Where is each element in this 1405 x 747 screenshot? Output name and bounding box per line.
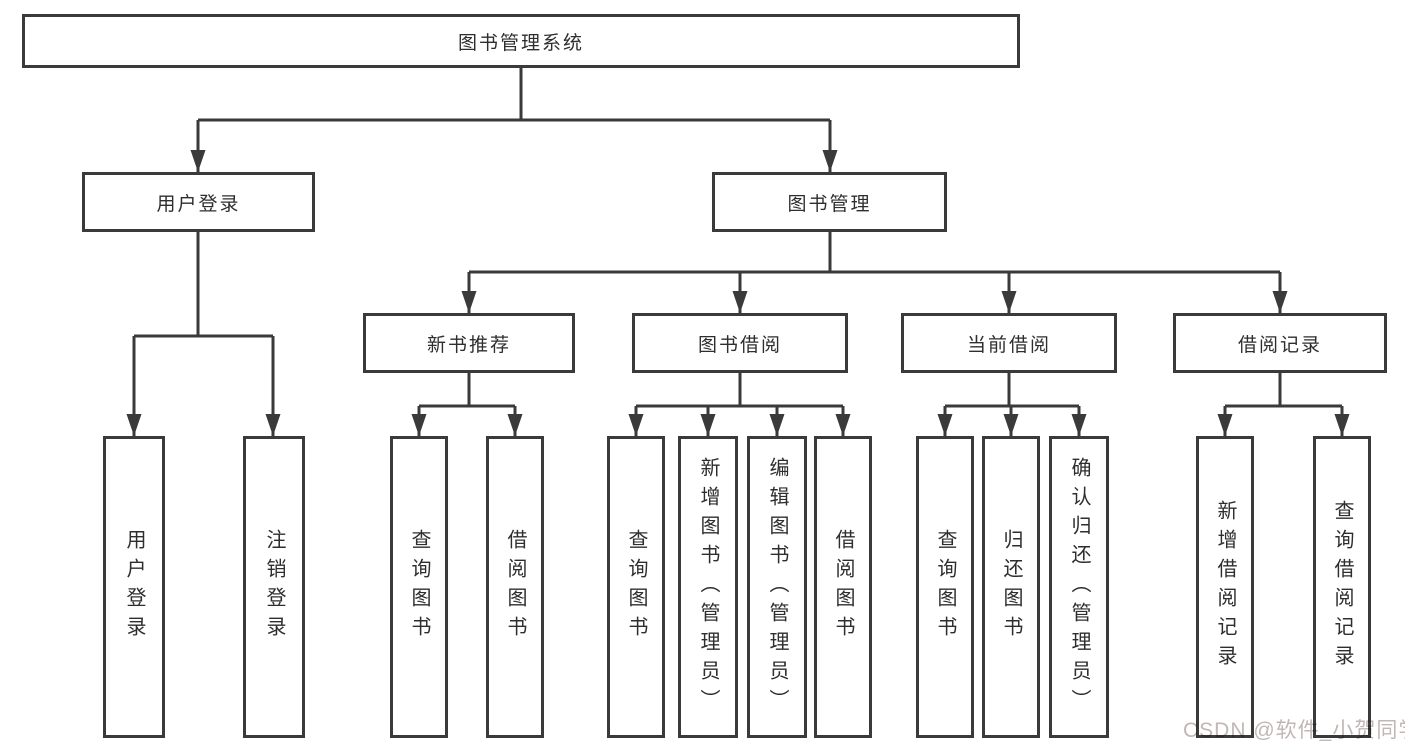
node-borrowing-records: 借阅记录: [1173, 313, 1387, 373]
node-label: 编辑图书（管理员）: [766, 456, 788, 718]
node-label: 查询图书: [625, 529, 647, 645]
node-label: 归还图书: [1000, 529, 1022, 645]
leaf-borrow-books-recommend: 借阅图书: [486, 436, 544, 738]
leaf-query-books-borrow: 查询图书: [607, 436, 665, 738]
node-current-borrowing: 当前借阅: [901, 313, 1117, 373]
leaf-confirm-return-admin: 确认归还（管理员）: [1049, 436, 1109, 738]
node-label: 借阅记录: [1237, 334, 1322, 356]
leaf-add-borrow-record: 新增借阅记录: [1196, 436, 1254, 738]
node-label: 确认归还（管理员）: [1068, 456, 1090, 718]
node-user-login-branch: 用户登录: [82, 172, 315, 232]
node-label: 借阅图书: [504, 529, 526, 645]
leaf-add-book-admin: 新增图书（管理员）: [678, 436, 738, 738]
leaf-logout: 注销登录: [243, 436, 305, 738]
node-label: 图书借阅: [697, 334, 782, 356]
node-label: 新增图书（管理员）: [697, 456, 719, 718]
leaf-query-books-current: 查询图书: [916, 436, 974, 738]
node-book-borrowing: 图书借阅: [632, 313, 848, 373]
node-label: 注销登录: [263, 529, 285, 645]
csdn-watermark: CSDN @软件_小贺同学: [1183, 719, 1405, 742]
node-label: 图书管理: [787, 193, 872, 215]
node-label: 用户登录: [156, 193, 241, 215]
node-label: 查询借阅记录: [1331, 500, 1353, 674]
leaf-query-books-recommend: 查询图书: [390, 436, 448, 738]
node-new-book-recommend: 新书推荐: [363, 313, 575, 373]
node-label: 用户登录: [123, 529, 145, 645]
node-label: 当前借阅: [966, 334, 1051, 356]
leaf-return-books: 归还图书: [982, 436, 1040, 738]
node-label: 新书推荐: [426, 334, 511, 356]
node-book-management-branch: 图书管理: [712, 172, 947, 232]
node-label: 图书管理系统: [457, 32, 584, 54]
leaf-user-login: 用户登录: [103, 436, 165, 738]
leaf-borrow-books: 借阅图书: [814, 436, 872, 738]
node-label: 查询图书: [408, 529, 430, 645]
node-label: 借阅图书: [832, 529, 854, 645]
leaf-edit-book-admin: 编辑图书（管理员）: [747, 436, 807, 738]
leaf-query-borrow-record: 查询借阅记录: [1313, 436, 1371, 738]
node-label: 查询图书: [934, 529, 956, 645]
node-label: 新增借阅记录: [1214, 500, 1236, 674]
node-root-system: 图书管理系统: [22, 14, 1020, 68]
